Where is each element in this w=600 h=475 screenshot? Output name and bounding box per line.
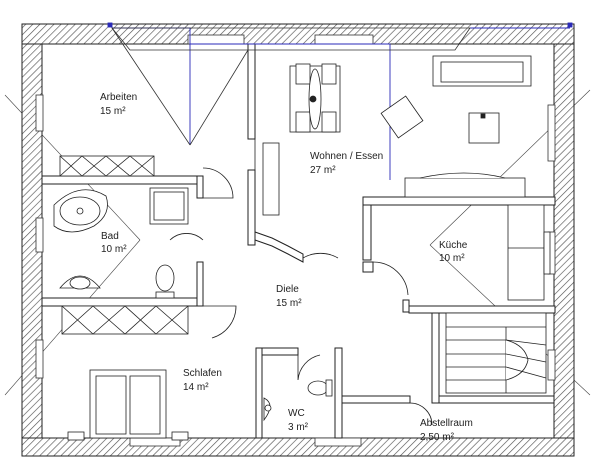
room-name-bad: Bad: [101, 231, 119, 242]
shelf-arbeiten: [59, 155, 155, 177]
cabinet-living: [262, 142, 280, 216]
room-area-wc: 3 m²: [288, 422, 309, 433]
roof-shape: [111, 27, 471, 146]
staircase: [445, 312, 547, 394]
sideboard: [404, 172, 526, 198]
bed: [89, 369, 167, 439]
dining-table: [289, 63, 341, 133]
room-area-arbeiten: 15 m²: [100, 106, 126, 117]
shower: [149, 187, 189, 225]
room-name-schlafen: Schlafen: [183, 368, 222, 379]
washbasin-bad: [59, 275, 101, 290]
inner-walls: [41, 43, 556, 439]
toilet-bad: [155, 264, 175, 299]
room-name-abstellraum: Abstellraum: [420, 418, 473, 429]
door-swings: [169, 139, 433, 426]
sofa-living: [432, 55, 532, 87]
room-area-kueche: 10 m²: [439, 253, 465, 264]
room-area-wohnen: 27 m²: [310, 165, 336, 176]
armchair: [380, 95, 424, 139]
furniture: [53, 55, 551, 441]
bathtub: [53, 189, 108, 233]
wardrobe-schlafen: [61, 305, 189, 335]
room-area-diele: 15 m²: [276, 298, 302, 309]
room-area-schlafen: 14 m²: [183, 382, 209, 393]
room-name-wohnen: Wohnen / Essen: [310, 151, 383, 162]
nightstand-right: [171, 431, 189, 441]
side-table: [468, 112, 500, 144]
kitchen-counter: [507, 204, 551, 301]
room-name-diele: Diele: [276, 284, 299, 295]
toilet-wc: [307, 379, 333, 397]
room-labels: Arbeiten 15 m² Wohnen / Essen 27 m² Bad …: [100, 92, 473, 443]
room-area-bad: 10 m²: [101, 244, 127, 255]
room-name-kueche: Küche: [439, 240, 468, 251]
washbasin-wc: [263, 397, 272, 422]
room-name-wc: WC: [288, 408, 305, 419]
room-name-arbeiten: Arbeiten: [100, 92, 137, 103]
room-area-abstellraum: 2,50 m²: [420, 432, 455, 443]
nightstand-left: [67, 431, 85, 441]
